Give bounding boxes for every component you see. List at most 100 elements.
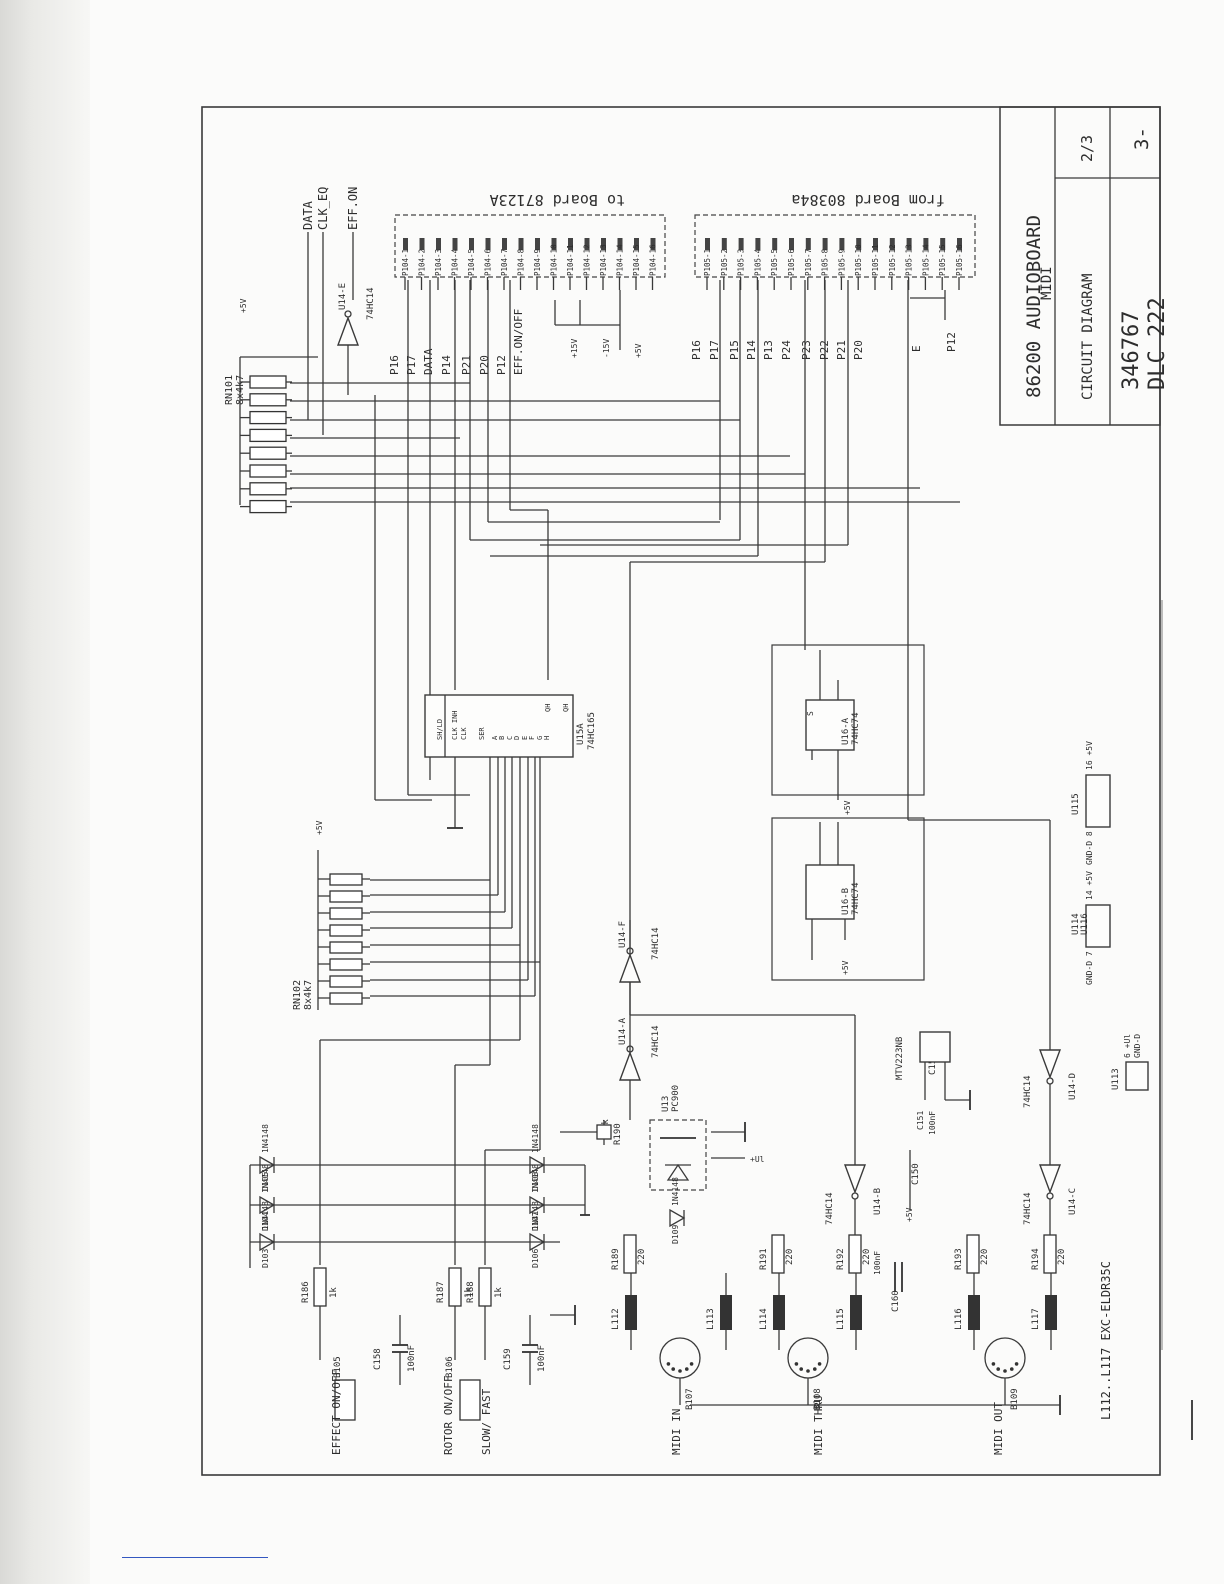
svg-text:1k: 1k [601, 1119, 611, 1130]
cut-text: DLC 222 [1145, 297, 1170, 390]
inverter-u14e: U14-E 74HC14 [336, 283, 376, 395]
ic-supply-u114: U114 U116 14 +5V GND-D 7 [1071, 871, 1111, 985]
p105-pin-marker [873, 238, 878, 250]
diode-ref-label: D108 [531, 1172, 540, 1191]
ic-supply-u115: U115 16 +5V GND-D 8 [1071, 741, 1111, 865]
flipflop-u16a: S U16-A 74HC74 +5V [771, 644, 925, 815]
svg-text:100nF: 100nF [928, 1111, 937, 1135]
p104-pin-label: P104-7 [500, 249, 509, 276]
switch-resistor-ref: R187 [436, 1281, 446, 1303]
upper-signal-label: EFF.ON/OFF [512, 309, 525, 375]
p104-pin-label: P104-8 [517, 248, 526, 276]
drawing-number-text: 346767 [1119, 311, 1144, 390]
din-jack-ref: B107 [685, 1388, 695, 1410]
midi-resistor [1043, 1234, 1057, 1274]
cap-ref: C159 [503, 1348, 513, 1370]
svg-text:U14-F: U14-F [618, 921, 628, 948]
diode-group: D1031N4148D1041N4148D1051N4148D1061N4148… [249, 1124, 686, 1268]
p104-pin-marker [601, 238, 606, 250]
io-label-slowfast: SLOW/ FAST [480, 1388, 493, 1455]
din-pin [806, 1369, 810, 1373]
midi-inductor [850, 1295, 862, 1330]
p104-pin-label: P104-13 [599, 244, 608, 276]
p105-pin-marker [705, 238, 710, 250]
svg-text:C151: C151 [916, 1111, 925, 1130]
inverter-u14d: U14-D 74HC14 [1023, 1030, 1078, 1135]
svg-text:+5V: +5V [905, 1207, 914, 1222]
svg-text:74HC14: 74HC14 [651, 1025, 661, 1058]
p105-pin-label: P105-13 [905, 244, 914, 276]
svg-text:U116: U116 [1080, 913, 1090, 935]
p104-pin-marker [419, 238, 425, 250]
midi-resistor-ref: R191 [759, 1248, 769, 1270]
resistor-network-rn102: RN102 8x4k7 +5V [292, 820, 370, 1010]
p105-pin-label: P105-4 [753, 248, 762, 276]
midi-inductor-ref: L115 [836, 1308, 846, 1330]
misc-label-e: E [910, 345, 923, 352]
upper-signal-label: P14 [440, 355, 453, 375]
diode-ref-label: D109 [671, 1225, 680, 1244]
p105-pin-marker [889, 238, 895, 250]
svg-text:U16-B: U16-B [841, 888, 851, 915]
rn101-resistor [249, 482, 287, 496]
rn101-resistor [249, 428, 287, 443]
p104-pin-label: P104-15 [632, 244, 641, 276]
rn102-resistor [329, 992, 363, 1005]
rn102-resistor [329, 924, 363, 937]
din-pin [794, 1362, 799, 1366]
midi-resistor [848, 1234, 862, 1274]
p105-pin-label: P105-8 [821, 248, 830, 276]
lower-signal-label: P14 [745, 340, 758, 360]
flipflop-u16b: U16-B 74HC74 +5V [771, 817, 925, 981]
p105-pin-marker [856, 238, 862, 250]
svg-text:C153: C153 [928, 1053, 938, 1075]
midi-resistor-value: 220 [637, 1249, 647, 1265]
upper-signal-label: P12 [495, 355, 508, 375]
signal-label-eff-on: EFF.ON [346, 187, 360, 230]
io-label-effect: EFFECT ON/OFF [330, 1369, 343, 1455]
regulator-mtv223nb: MTV223NB C153 C151 100nF C150 +5V [895, 1031, 971, 1222]
p104-pin-marker [584, 238, 590, 250]
cap-value: 100nF [407, 1345, 417, 1372]
title-text: 86200 AUDIOBOARD [1023, 215, 1045, 398]
svg-text:U14-C: U14-C [1068, 1188, 1078, 1215]
p104-pin-marker [634, 238, 639, 250]
svg-text:74HC74: 74HC74 [851, 882, 861, 915]
svg-text:RN101: RN101 [224, 375, 235, 405]
svg-text:C150: C150 [911, 1163, 921, 1185]
lower-signal-label: P16 [690, 340, 703, 360]
svg-text:74HC14: 74HC14 [1023, 1192, 1033, 1225]
rn101-resistor [249, 446, 287, 460]
svg-text:74HC14: 74HC14 [1023, 1075, 1033, 1108]
u15a-pin-label: CLK [460, 727, 468, 740]
midi-resistor-value: 220 [785, 1249, 795, 1265]
upper-signal-label: P21 [460, 355, 473, 375]
u15a-pin-label: CLK INH [451, 710, 459, 740]
p105-pin-label: P105-2 [720, 249, 729, 276]
svg-text:U15A: U15A [576, 723, 586, 745]
io-label-midi-thru: MIDI THRU [812, 1395, 825, 1455]
p105-pin-label: P105-6 [787, 248, 796, 276]
p104-pin-label: P104-1 [401, 249, 410, 276]
drawing-frame [201, 106, 1161, 1476]
svg-text:GND-D: GND-D [1133, 1034, 1142, 1058]
svg-text:+5V: +5V [239, 298, 248, 313]
u15a-pin-label: B [498, 736, 506, 740]
switch-resistor-ref: R186 [301, 1281, 311, 1303]
switch-resistor [313, 1267, 327, 1307]
diagram-type-text: CIRCUIT DIAGRAM [1080, 274, 1096, 400]
supply-label-5v: +5V [634, 343, 643, 358]
p105-pin-label: P105-15 [938, 244, 947, 276]
p105-pin-marker [839, 238, 845, 250]
din-pin [684, 1367, 689, 1371]
upper-signal-label: P20 [478, 355, 491, 375]
upper-signal-label: P16 [388, 355, 401, 375]
diode-type-label: 1N4148 [531, 1164, 540, 1193]
din-jack-ref: B109 [1010, 1388, 1020, 1410]
p104-pin-marker [518, 238, 524, 250]
midi-resistor-ref: R194 [1031, 1248, 1041, 1270]
u15a-pin-label: F [528, 736, 536, 740]
svg-text:74HC14: 74HC14 [366, 287, 376, 320]
